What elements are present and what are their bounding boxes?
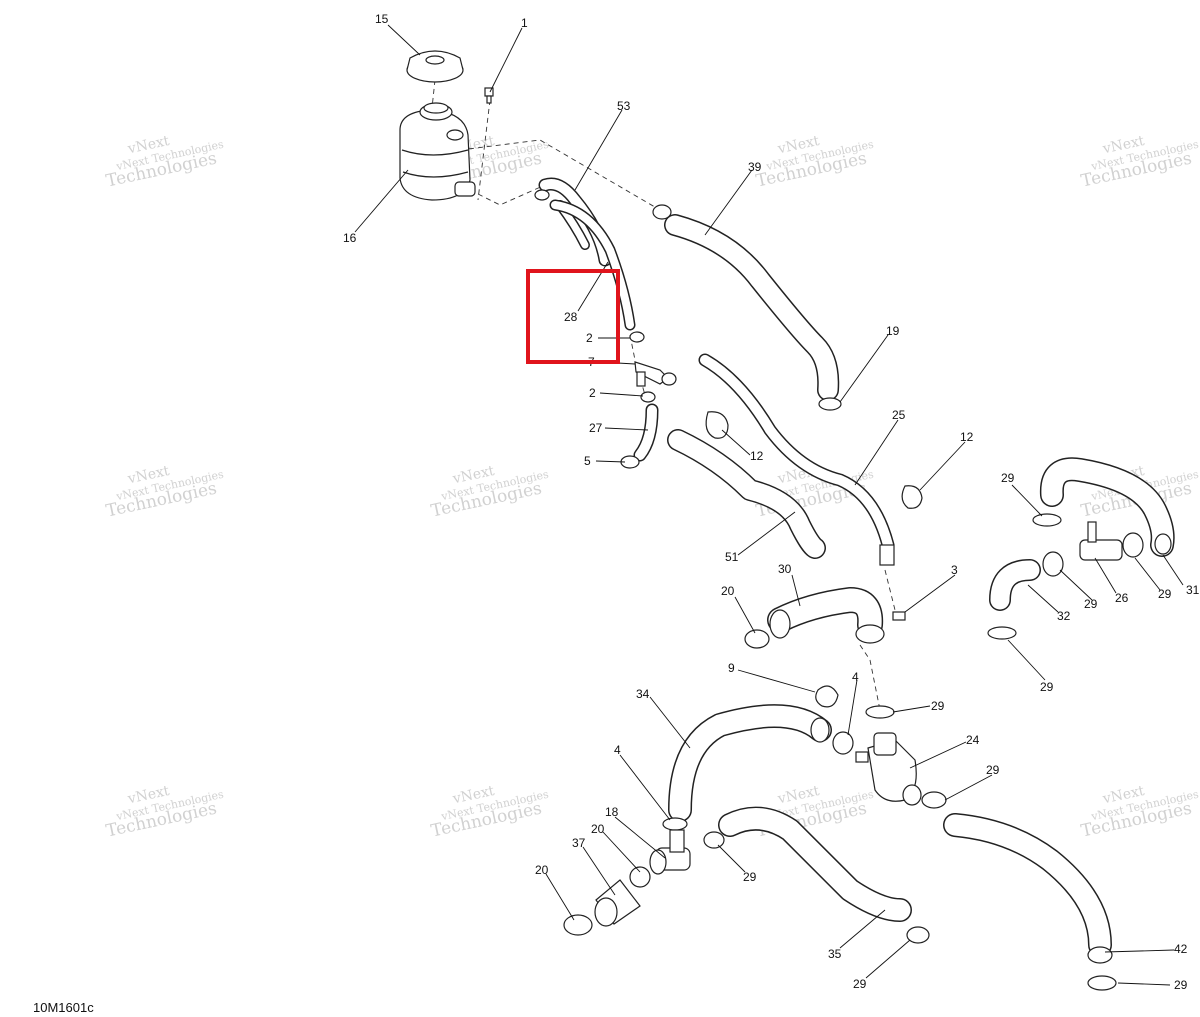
callout-label: 29 — [986, 763, 1000, 777]
clamp-part — [662, 705, 1117, 991]
callout-label: 12 — [750, 449, 764, 463]
callout-label: 1 — [521, 16, 528, 30]
plug-3-part — [892, 611, 906, 621]
hose-35 — [718, 806, 912, 922]
callout-label: 42 — [1174, 942, 1188, 956]
fitting-26-part — [1032, 513, 1144, 577]
callout-label: 35 — [828, 947, 842, 961]
callout-label: 51 — [725, 550, 739, 564]
callout-label: 34 — [636, 687, 650, 701]
diagram-reference-code: 10M1601c — [33, 1000, 94, 1015]
callout-label: 12 — [960, 430, 974, 444]
clip-9-part — [815, 685, 839, 708]
callout-label: 20 — [721, 584, 735, 598]
callout-label: 29 — [1158, 587, 1172, 601]
clamp-part — [534, 189, 656, 403]
callout-label: 16 — [343, 231, 357, 245]
callout-label: 19 — [886, 324, 900, 338]
hose-27 — [620, 403, 659, 469]
cap-part — [406, 50, 464, 83]
callout-label: 20 — [591, 822, 605, 836]
hose-42 — [943, 813, 1113, 964]
screw-part — [484, 87, 494, 104]
tee-18-part — [629, 829, 691, 888]
callout-label: 4 — [614, 743, 621, 757]
callout-label: 29 — [1084, 597, 1098, 611]
hose-34 — [668, 704, 832, 822]
callout-label: 29 — [743, 870, 757, 884]
callout-label: 3 — [951, 563, 958, 577]
callout-label: 20 — [535, 863, 549, 877]
sleeve-37-part — [563, 879, 641, 936]
callout-label: 29 — [931, 699, 945, 713]
callout-label: 15 — [375, 12, 389, 26]
callout-label: 32 — [1057, 609, 1071, 623]
hose-51 — [667, 429, 826, 559]
callout-label: 2 — [589, 386, 596, 400]
gasket-part — [705, 411, 923, 509]
tee-fitting-part — [634, 361, 677, 387]
leader-lines — [354, 24, 1184, 986]
callout-label: 28 — [564, 310, 578, 324]
callout-label: 29 — [1040, 680, 1054, 694]
callout-label: 53 — [617, 99, 631, 113]
callout-label: 29 — [1001, 471, 1015, 485]
callout-label: 24 — [966, 733, 980, 747]
callout-label: 27 — [589, 421, 603, 435]
hose-28 — [549, 199, 636, 331]
callout-label: 9 — [728, 661, 735, 675]
reservoir-part — [399, 102, 476, 201]
hose-39 — [652, 204, 842, 411]
callout-label: 5 — [584, 454, 591, 468]
callout-label: 29 — [1174, 978, 1188, 992]
callout-label: 30 — [778, 562, 792, 576]
highlight-box — [526, 269, 620, 364]
elbow-32-part — [987, 559, 1041, 640]
parts — [399, 50, 1175, 991]
hose-30 — [744, 587, 885, 649]
hose-31 — [1039, 457, 1175, 557]
hose-25 — [698, 353, 895, 566]
callout-label: 25 — [892, 408, 906, 422]
callout-label: 37 — [572, 836, 586, 850]
callout-label: 29 — [853, 977, 867, 991]
callout-label: 26 — [1115, 591, 1129, 605]
callout-label: 4 — [852, 670, 859, 684]
callout-label: 31 — [1186, 583, 1200, 597]
callout-label: 2 — [586, 331, 593, 345]
thermostat-housing-part — [855, 732, 922, 806]
watermarks: vNext vNext Technologies Technologies vN… — [104, 133, 1200, 842]
callout-label: 18 — [605, 805, 619, 819]
callout-label: 39 — [748, 160, 762, 174]
